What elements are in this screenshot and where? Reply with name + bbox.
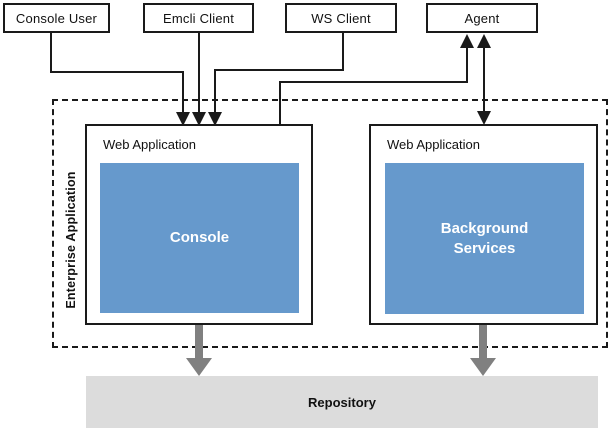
connector-console-agent-v1 — [279, 81, 281, 124]
connector-agent-webapp-v — [483, 46, 485, 112]
node-agent: Agent — [426, 3, 538, 33]
connector-emcli-v — [198, 33, 200, 112]
gray-arrowhead-right-icon — [470, 358, 496, 376]
connector-console-user-v1 — [50, 33, 52, 73]
arrowhead-console-user-down-icon — [176, 112, 190, 126]
arrowhead-ws-down-icon — [208, 112, 222, 126]
connector-console-user-v2 — [182, 71, 184, 112]
web-application-title: Web Application — [103, 137, 196, 152]
connector-console-user-h — [50, 71, 184, 73]
connector-ws-v1 — [342, 33, 344, 71]
node-emcli-client: Emcli Client — [143, 3, 254, 33]
arrowhead-emcli-down-icon — [192, 112, 206, 126]
web-application-background-services-box: Web Application Background Services — [369, 124, 598, 325]
arrowhead-agent-bidir-down-icon — [477, 111, 491, 125]
connector-ws-v2 — [214, 69, 216, 112]
node-ws-client-label: WS Client — [311, 10, 371, 26]
enterprise-application-container — [52, 99, 608, 348]
web-application-console-box: Web Application Console — [85, 124, 313, 325]
background-services-panel-label: Background Services — [440, 219, 529, 257]
console-panel-label: Console — [169, 229, 230, 246]
node-agent-label: Agent — [464, 10, 500, 26]
background-services-panel: Background Services — [385, 163, 584, 314]
node-ws-client: WS Client — [285, 3, 397, 33]
connector-console-agent-v2 — [466, 47, 468, 83]
console-panel: Console — [100, 163, 299, 313]
gray-arrow-left-shaft — [195, 325, 203, 359]
connector-ws-h — [214, 69, 344, 71]
enterprise-application-label: Enterprise Application — [64, 171, 78, 309]
gray-arrowhead-left-icon — [186, 358, 212, 376]
node-emcli-client-label: Emcli Client — [162, 10, 235, 26]
arrowhead-agent-up-icon — [460, 34, 474, 48]
arrowhead-agent-bidir-up-icon — [477, 34, 491, 48]
repository-label: Repository — [308, 394, 376, 410]
node-console-user-label: Console User — [15, 10, 98, 26]
repository-bar: Repository — [86, 376, 598, 428]
web-application-title: Web Application — [387, 137, 480, 152]
gray-arrow-right-shaft — [479, 325, 487, 359]
node-console-user: Console User — [3, 3, 110, 33]
connector-console-agent-h — [279, 81, 468, 83]
